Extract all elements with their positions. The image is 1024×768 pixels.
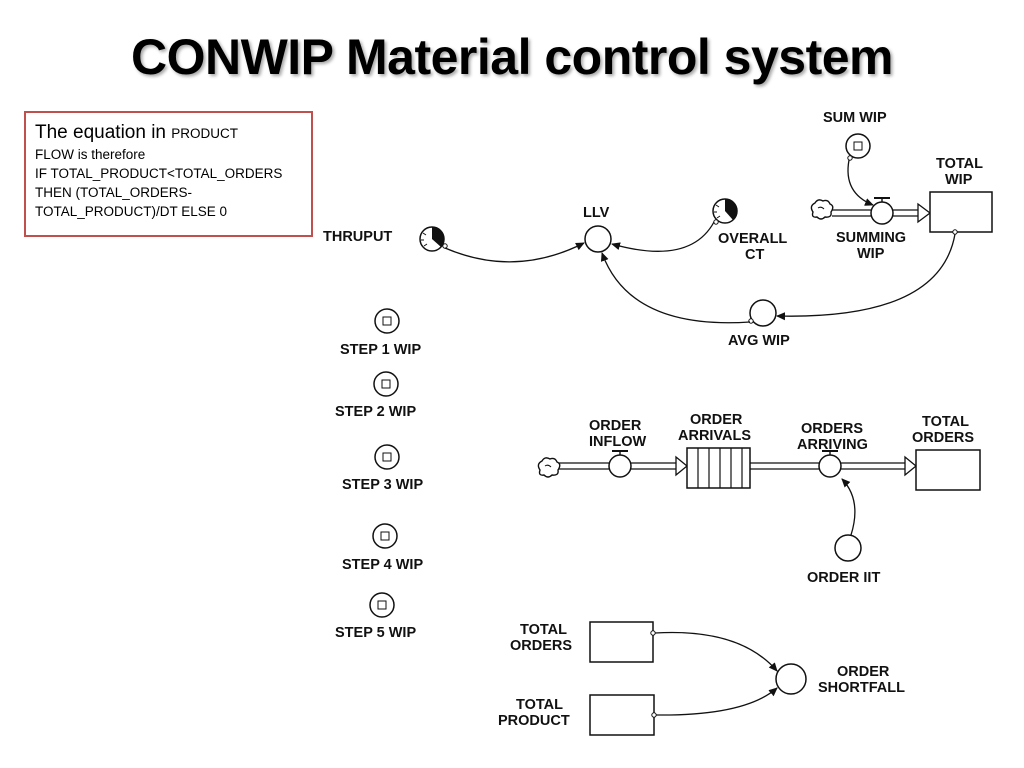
step-2-wip-label: STEP 2 WIP — [335, 404, 416, 420]
order-inflow-label-2: INFLOW — [589, 434, 646, 450]
link-totalorders-to-shortfall — [654, 631, 778, 672]
total-orders-stock — [915, 449, 981, 491]
order-inflow-valve — [608, 450, 632, 478]
order-iit-label: ORDER IIT — [807, 570, 880, 586]
orders-arriving-label-1: ORDERS — [801, 421, 863, 437]
summing-wip-label-2: WIP — [857, 246, 885, 262]
total-orders-b-stock — [589, 621, 654, 663]
thruput-label: THRUPUT — [323, 229, 392, 245]
llv-label: LLV — [583, 205, 610, 221]
slide-title: CONWIP Material control system — [130, 29, 894, 85]
step-3-wip-converter — [374, 444, 400, 470]
order-inflow-label-1: ORDER — [589, 418, 642, 434]
summing-wip-label-1: SUMMING — [836, 230, 906, 246]
avg-wip-label: AVG WIP — [728, 333, 790, 349]
note-line-1-main: The equation in — [35, 122, 172, 143]
step-1-wip-converter — [374, 308, 400, 334]
link-orderiit-to-ordersarriving — [841, 478, 856, 536]
total-wip-stock — [929, 191, 993, 233]
total-orders-label-1: TOTAL — [922, 414, 969, 430]
llv-converter — [584, 225, 612, 253]
note-line-1: The equation in PRODUCT — [35, 122, 303, 145]
wip-section: SUM WIP SUMMING WIP TOTAL WIP LLV — [323, 110, 993, 349]
sum-wip-label: SUM WIP — [823, 110, 887, 126]
link-sumwip-to-summing — [847, 159, 874, 206]
overall-ct-clock-icon — [712, 198, 738, 225]
total-product-stock — [589, 694, 655, 736]
link-totalproduct-to-shortfall — [655, 687, 778, 716]
shortfall-section: TOTAL ORDERS TOTAL PRODUCT ORDER SHORTFA… — [498, 621, 905, 736]
overall-ct-label-2: CT — [745, 247, 764, 263]
order-iit-converter — [834, 534, 862, 562]
link-avgwip-to-llv — [600, 252, 751, 324]
total-orders-b-label-2: ORDERS — [510, 638, 572, 654]
cloud-source-icon — [810, 199, 834, 220]
step-3-wip-label: STEP 3 WIP — [342, 477, 423, 493]
link-thruput-to-llv — [444, 242, 585, 263]
avg-wip-converter — [749, 299, 777, 327]
step-4-wip-label: STEP 4 WIP — [342, 557, 423, 573]
overall-ct-label-1: OVERALL — [718, 231, 787, 247]
step-4-wip-converter — [372, 523, 398, 549]
link-totalwip-to-avgwip — [776, 233, 956, 321]
order-shortfall-label-1: ORDER — [837, 664, 890, 680]
order-shortfall-label-2: SHORTFALL — [818, 680, 905, 696]
total-orders-b-label-1: TOTAL — [520, 622, 567, 638]
total-product-label-1: TOTAL — [516, 697, 563, 713]
order-shortfall-converter — [775, 663, 807, 695]
step-1-wip-label: STEP 1 WIP — [340, 342, 421, 358]
step-2-wip-converter — [373, 371, 399, 397]
order-arrivals-label-1: ORDER — [690, 412, 743, 428]
orders-arriving-valve — [818, 450, 842, 478]
note-line-3: IF TOTAL_PRODUCT<TOTAL_ORDERS — [35, 166, 283, 181]
total-orders-label-2: ORDERS — [912, 430, 974, 446]
order-cloud-source-icon — [537, 457, 561, 478]
step-5-wip-label: STEP 5 WIP — [335, 625, 416, 641]
order-section: ORDER INFLOW ORDER ARRIVALS ORDERS ARRIV… — [537, 412, 981, 586]
total-wip-label-1: TOTAL — [936, 156, 983, 172]
note-line-1-small: PRODUCT — [171, 126, 239, 141]
step-5-wip-converter — [369, 592, 395, 618]
order-arrivals-conveyor — [686, 447, 751, 489]
orders-arriving-label-2: ARRIVING — [797, 437, 868, 453]
note-line-2: FLOW is therefore — [35, 147, 146, 162]
order-arrivals-label-2: ARRIVALS — [678, 428, 751, 444]
sum-wip-converter — [845, 133, 871, 161]
equation-note-box: The equation in PRODUCT FLOW is therefor… — [24, 111, 313, 237]
thruput-clock-icon — [419, 226, 448, 252]
link-overallct-to-llv — [611, 221, 715, 252]
total-product-label-2: PRODUCT — [498, 713, 570, 729]
total-wip-label-2: WIP — [945, 172, 973, 188]
step-wip-list: STEP 1 WIP STEP 2 WIP STEP 3 WIP STEP 4 … — [335, 308, 423, 641]
note-line-5: TOTAL_PRODUCT)/DT ELSE 0 — [35, 204, 228, 219]
summing-wip-valve — [870, 197, 894, 225]
note-line-4: THEN (TOTAL_ORDERS- — [35, 185, 193, 200]
